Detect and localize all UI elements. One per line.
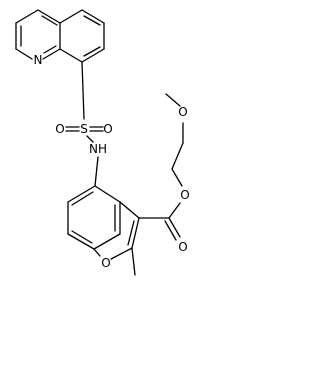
bond-inner xyxy=(43,45,57,54)
bond xyxy=(81,48,105,63)
ester-o-label: O xyxy=(180,188,189,202)
bond xyxy=(15,48,33,60)
amide-nh-label: NH xyxy=(89,142,107,156)
bond-carbonyl-ester-o xyxy=(168,202,181,219)
furan-ring: O xyxy=(93,201,140,270)
bond xyxy=(171,142,184,170)
bond xyxy=(67,233,95,250)
bond xyxy=(110,247,133,260)
bond-o-methyl xyxy=(165,93,181,107)
bond-s-nh xyxy=(86,135,94,143)
sulfur-label: S xyxy=(80,122,88,136)
molecule-canvas: N O S O NH O xyxy=(15,9,190,276)
bond xyxy=(131,217,140,249)
quinoline-benzo-ring xyxy=(59,9,105,63)
bond xyxy=(37,9,61,24)
bond-inner xyxy=(71,191,94,206)
bond xyxy=(94,185,121,203)
bond-inner xyxy=(83,46,101,57)
quinoline-n-label: N xyxy=(34,53,43,67)
bond xyxy=(59,48,83,63)
sulfonyl-o-right-label: O xyxy=(103,122,112,136)
bond xyxy=(67,185,96,203)
bond-inner xyxy=(127,220,135,246)
sulfonyl-group: O S O xyxy=(55,122,112,136)
benzofuran-benzene-ring xyxy=(67,185,121,250)
bond xyxy=(81,9,105,24)
carbonyl-o-label: O xyxy=(178,240,187,254)
bond-inner xyxy=(83,15,101,26)
bond-carbonyl-double xyxy=(168,217,181,238)
bond xyxy=(42,48,61,60)
ether-o-label: O xyxy=(178,105,187,119)
bond xyxy=(93,248,101,257)
bond-inner xyxy=(41,15,58,26)
bond xyxy=(119,201,140,219)
bond xyxy=(15,9,39,24)
bond-c2-methyl xyxy=(131,247,136,276)
sulfonyl-o-left-label: O xyxy=(55,122,64,136)
bond-nh-c5 xyxy=(94,156,99,187)
bond-c8-s xyxy=(81,61,85,120)
bond xyxy=(59,9,83,24)
methoxyethyl-chain: O xyxy=(165,93,188,187)
bond-carbonyl-double xyxy=(164,220,177,241)
bond-inner xyxy=(71,230,93,244)
quinoline-pyridine-ring xyxy=(15,9,61,60)
furan-o-label: O xyxy=(101,256,110,270)
ester-group: O O xyxy=(138,188,190,254)
bond xyxy=(171,168,183,187)
bond xyxy=(93,233,121,250)
structure-diagram: N O S O NH O xyxy=(15,9,190,276)
